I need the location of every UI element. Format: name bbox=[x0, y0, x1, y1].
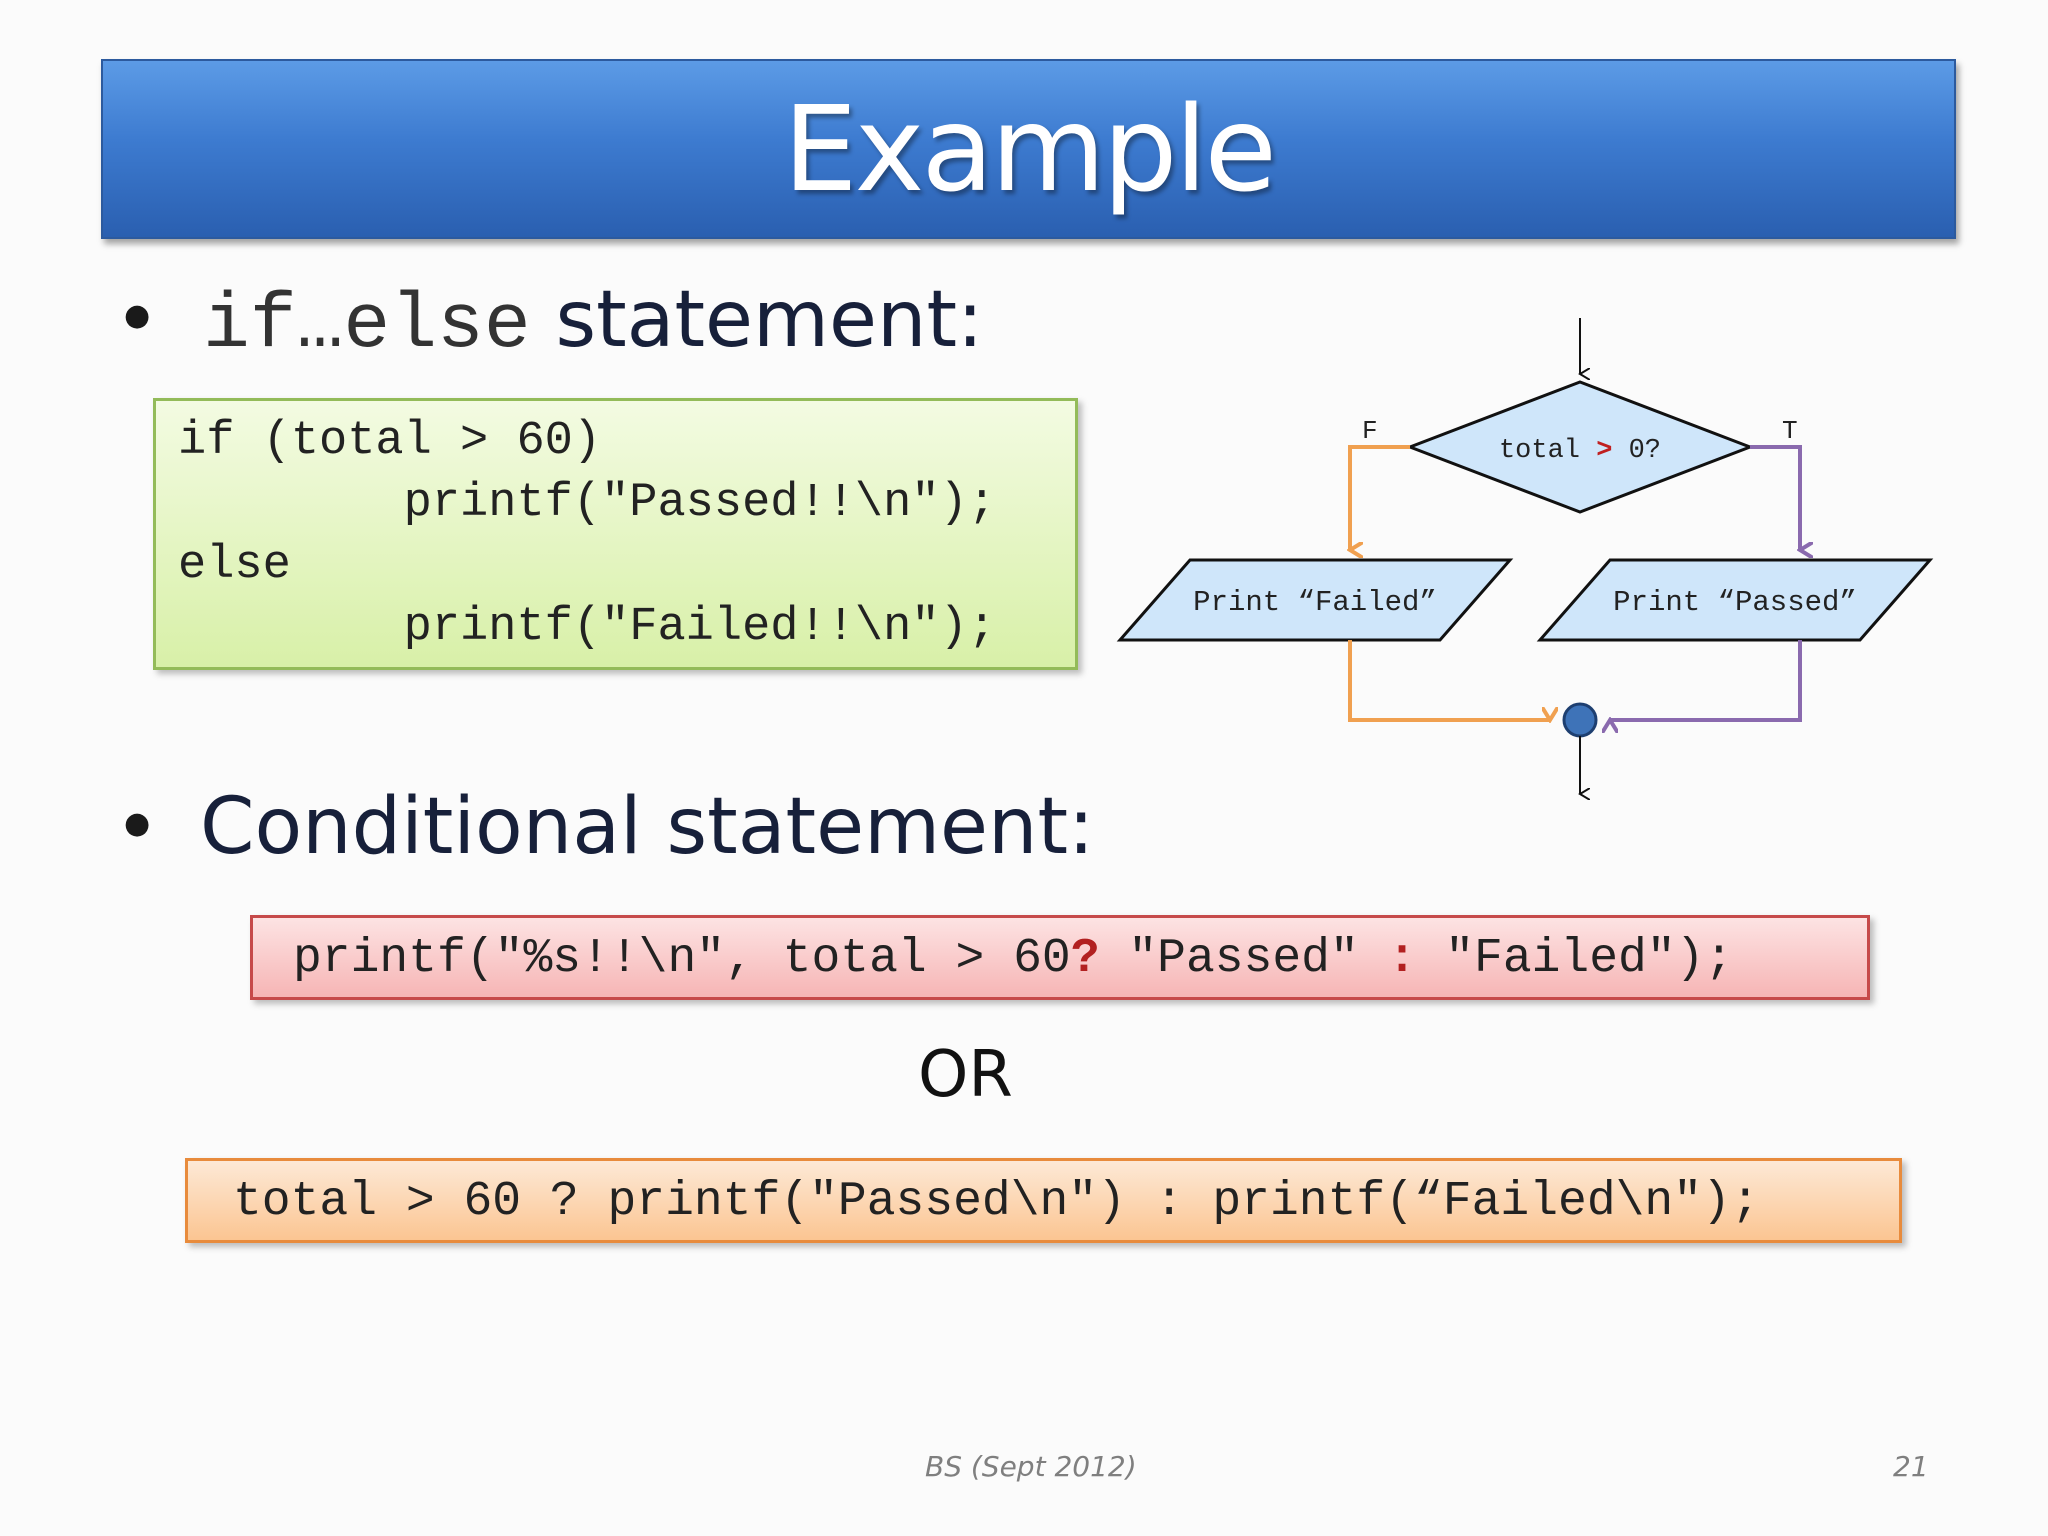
footer-author-date: BS (Sept 2012) bbox=[925, 1450, 1137, 1483]
failed-box bbox=[1116, 558, 1514, 642]
or-label: OR bbox=[918, 1038, 1013, 1112]
bullet-conditional-heading: Conditional statement: bbox=[200, 782, 1095, 872]
failed-merge-path bbox=[1348, 640, 1550, 720]
failed-box-label: Print “Failed” bbox=[1193, 586, 1437, 619]
code-part: "Passed" bbox=[1099, 932, 1388, 986]
conditional-code-box: printf("%s!!\n", total > 60? "Passed" : … bbox=[250, 915, 1870, 1000]
code-line: printf("Failed!!\n"); bbox=[178, 601, 996, 654]
bullet-dot: ● bbox=[124, 298, 151, 333]
code-line: else bbox=[178, 539, 291, 592]
title-bar: Example bbox=[101, 59, 1956, 239]
footer-page-number: 21 bbox=[1893, 1450, 1929, 1483]
bullet-dot: ● bbox=[124, 806, 151, 841]
flowchart: total > 0? F T Print “Failed” Print “Pas… bbox=[1116, 318, 1934, 810]
code-part: "Failed"); bbox=[1416, 932, 1734, 986]
passed-merge-path bbox=[1610, 640, 1802, 720]
false-label: F bbox=[1362, 416, 1378, 446]
ifelse-heading-text: statement: bbox=[530, 275, 984, 365]
ifelse-code-box: if (total > 60) printf("Passed!!\n"); els… bbox=[153, 398, 1078, 670]
code-line: if (total > 60) bbox=[178, 415, 602, 468]
bullet-ifelse-heading: if…else statement: bbox=[203, 275, 983, 370]
true-label: T bbox=[1782, 416, 1798, 446]
false-path bbox=[1350, 445, 1410, 550]
code-part: printf("%s!!\n", total > 60 bbox=[293, 932, 1071, 986]
code-line: printf("Passed!!\n"); bbox=[178, 477, 996, 530]
ternary-question-mark: ? bbox=[1070, 932, 1100, 986]
decision-diamond bbox=[1405, 380, 1755, 514]
decision-label: total > 0? bbox=[1499, 436, 1661, 466]
ternary-colon: : bbox=[1387, 932, 1417, 986]
ifelse-keyword: if…else bbox=[203, 282, 531, 370]
true-path bbox=[1750, 445, 1800, 550]
alternative-code-box: total > 60 ? printf("Passed\n") : printf… bbox=[185, 1158, 1902, 1243]
passed-box bbox=[1536, 558, 1934, 642]
junction-node bbox=[1562, 702, 1598, 738]
passed-box-label: Print “Passed” bbox=[1613, 586, 1857, 619]
slide-title: Example bbox=[783, 80, 1277, 218]
